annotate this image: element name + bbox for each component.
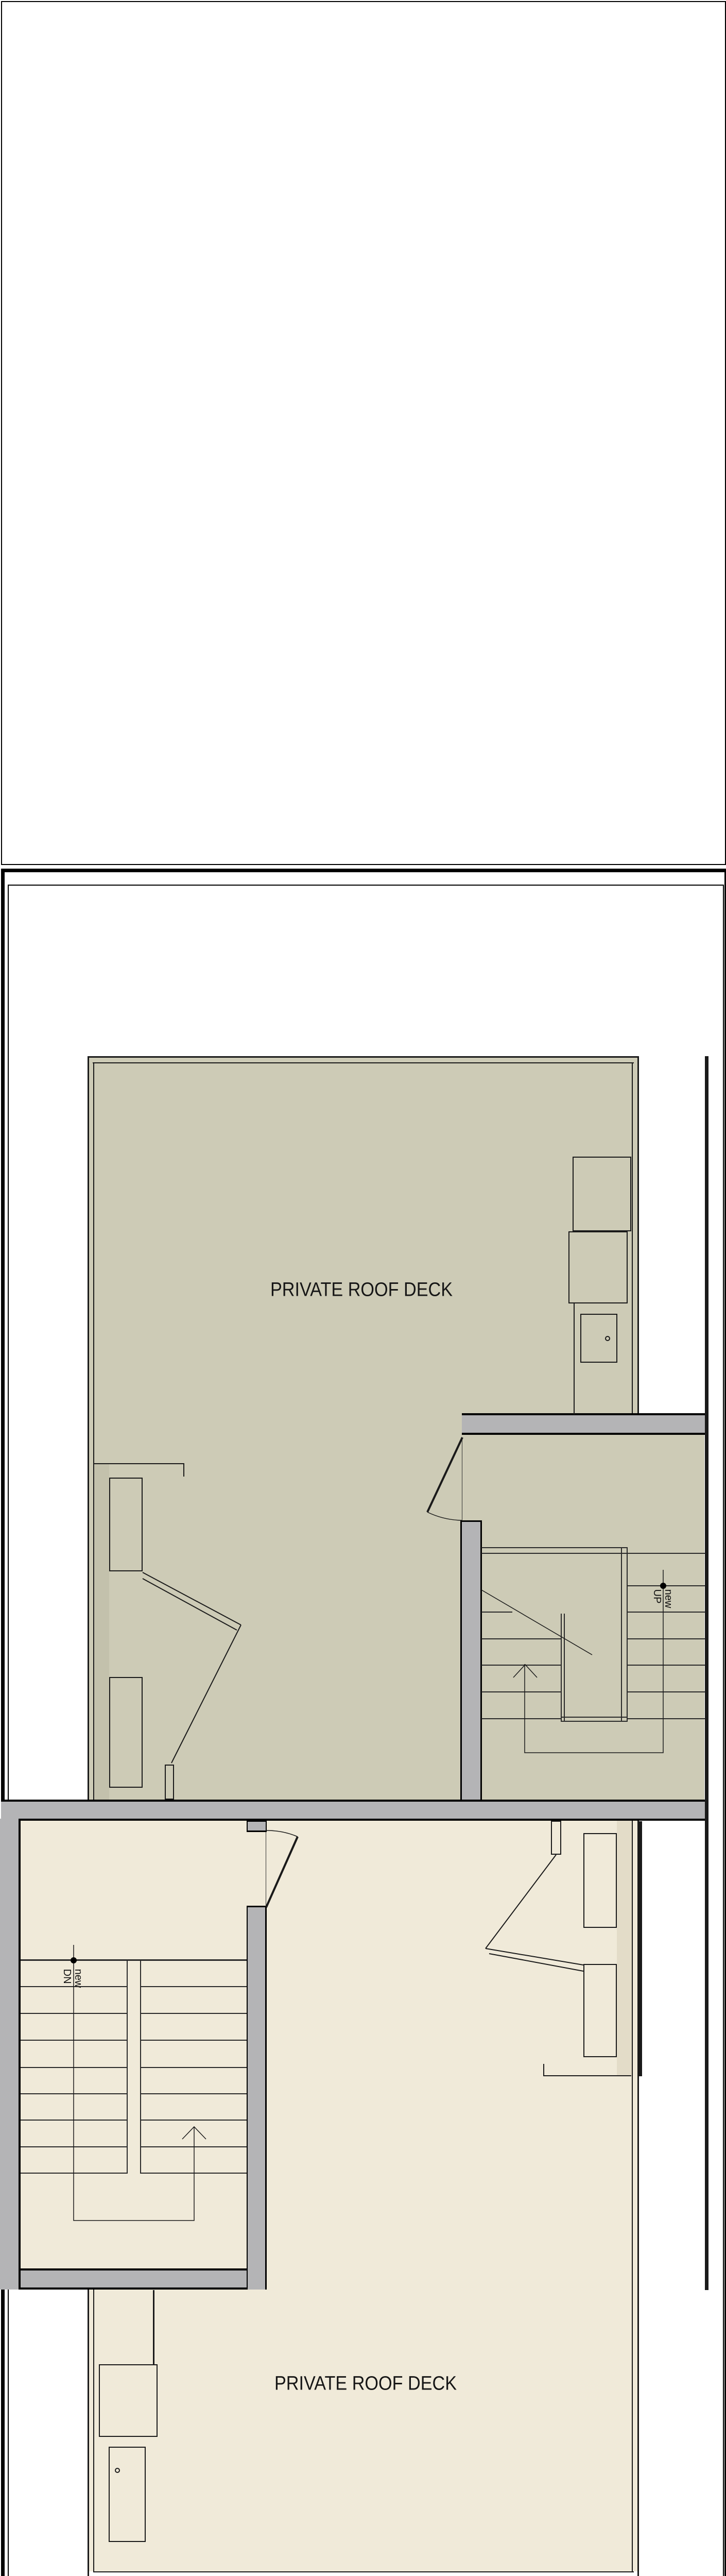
lower-stair-rail: [140, 1961, 141, 2174]
upper-stair-arrow: [513, 1664, 538, 1678]
lower-stair-bottom-wall: [1, 2268, 250, 2290]
mid-party-wall: [1, 1800, 708, 1821]
upper-stair-rail: [561, 1614, 562, 1722]
stair-tread: [141, 2040, 247, 2041]
upper-equipment-box-2: [568, 1231, 628, 1303]
lower-bay-shade: [617, 1821, 632, 2075]
lower-stair-label-line2: DN: [61, 1969, 73, 1984]
stair-tread: [481, 1665, 561, 1666]
upper-door-swing-arc: [427, 1512, 463, 1521]
stair-tread: [628, 1585, 705, 1586]
upper-hatch-knob: [605, 1336, 610, 1341]
lower-stair-rail: [127, 1961, 128, 2174]
upper-stair-rail: [481, 1547, 628, 1548]
upper-stair-rail: [621, 1547, 622, 1722]
upper-equipment-divider-line: [574, 1303, 575, 1415]
stair-tread: [628, 1638, 705, 1639]
lower-deck-wall-left-inner: [93, 2290, 94, 2572]
stair-tread: [141, 2120, 247, 2121]
lower-bay-cap-return: [543, 2064, 544, 2076]
lower-stair-newel-dot: [71, 1957, 77, 1963]
stair-tread: [628, 1612, 705, 1613]
upper-stair-room-floor: [481, 1415, 704, 1800]
upper-stair-path: [524, 1570, 664, 1753]
lower-door-swing-arc: [266, 1830, 298, 1837]
lower-stair-landing-edge: [21, 1959, 247, 1961]
stair-tread: [141, 1986, 247, 1987]
upper-stair-left-wall: [460, 1520, 482, 1800]
stair-tread: [481, 1612, 512, 1613]
stair-tread: [628, 1553, 705, 1554]
upper-bay-window-1: [109, 1478, 143, 1571]
lower-equipment-box-1: [99, 2364, 158, 2437]
upper-bay-shade: [95, 1464, 109, 1800]
upper-equipment-box-1: [573, 1157, 631, 1231]
upper-stair-rail: [564, 1614, 565, 1722]
sheet-bottom-border: [1, 869, 726, 2576]
upper-stair-label-line1: new: [663, 1589, 674, 1608]
upper-deck-wall-top-outer: [88, 1056, 639, 1058]
upper-stair-right-wall: [705, 1413, 708, 1824]
lower-stair-left-wall: [0, 1819, 21, 2290]
stair-tread: [628, 1718, 705, 1719]
lower-stair-right-wall: [247, 1906, 267, 2290]
lower-stair-right-wall-stub: [247, 1821, 267, 1832]
lower-stair-direction-label: new DN: [61, 1969, 84, 1988]
lower-stair-label-line1: new: [73, 1969, 84, 1988]
upper-deck-label: PRIVATE ROOF DECK: [270, 1279, 453, 1301]
lower-bay-cap-line: [543, 2075, 631, 2076]
lower-bay-window-1: [583, 1833, 617, 1928]
stair-tread: [628, 1691, 705, 1692]
upper-deck-wall-right-outer: [637, 1056, 639, 1415]
lower-stair-arrow: [182, 2126, 206, 2140]
lower-door-leaf: [265, 1836, 299, 1908]
upper-stair-break-line: [481, 1589, 593, 1655]
stair-tread: [481, 1718, 561, 1719]
lower-bay-window-2: [583, 1964, 617, 2057]
upper-stair-rail: [561, 1717, 628, 1718]
upper-stair-top-wall: [462, 1413, 708, 1435]
upper-bay-cap-line: [94, 1463, 184, 1464]
upper-door-leaf: [426, 1437, 463, 1513]
upper-stair-direction-label: new UP: [651, 1589, 674, 1608]
lower-bay-mullion: [551, 1821, 561, 1855]
upper-stair-newel-dot: [660, 1583, 666, 1589]
upper-stair-rail: [627, 1547, 628, 1722]
lower-deck-label: PRIVATE ROOF DECK: [274, 2372, 457, 2395]
lower-deck-wall-right-outer: [637, 1821, 639, 2576]
upper-deck-wall-top-inner: [93, 1062, 634, 1063]
sheet-bottom-inner-border: [8, 885, 724, 2576]
lower-bay-overhang-edge: [639, 1821, 642, 2076]
upper-deck-wall-left-inner: [93, 1062, 94, 1800]
lower-stair-room-floor: [21, 1821, 248, 2268]
lower-deck-wall-right-inner: [632, 1821, 633, 2572]
lower-hatch-box: [109, 2447, 146, 2542]
lower-bay-glazing: [485, 1854, 584, 1972]
stair-tread: [481, 1691, 561, 1692]
upper-stair-rail: [481, 1553, 628, 1554]
upper-bay-cap-return: [183, 1463, 184, 1477]
upper-stair-label-line2: UP: [651, 1589, 663, 1604]
upper-deck-wall-right-inner: [632, 1062, 633, 1415]
lower-equipment-divider-line: [153, 2290, 154, 2364]
lower-deck-wall-bottom-inner: [93, 2571, 634, 2572]
upper-stair-rail: [561, 1721, 628, 1722]
upper-hatch-box: [580, 1314, 617, 1363]
lower-deck-wall-left-outer: [88, 2290, 89, 2576]
stair-tread: [141, 2067, 247, 2068]
lower-stair-path: [73, 1945, 195, 2221]
upper-bay-glazing: [142, 1572, 241, 1764]
lower-hatch-knob: [115, 2468, 120, 2473]
sheet-top-border: [1, 1, 726, 865]
stair-tread: [481, 1638, 561, 1639]
upper-deck-wall-left-outer: [88, 1056, 89, 1800]
stair-tread: [141, 2013, 247, 2014]
upper-bay-mullion: [165, 1765, 174, 1800]
stair-tread: [141, 2093, 247, 2094]
stair-tread: [628, 1665, 705, 1666]
upper-bay-window-2: [109, 1677, 143, 1788]
